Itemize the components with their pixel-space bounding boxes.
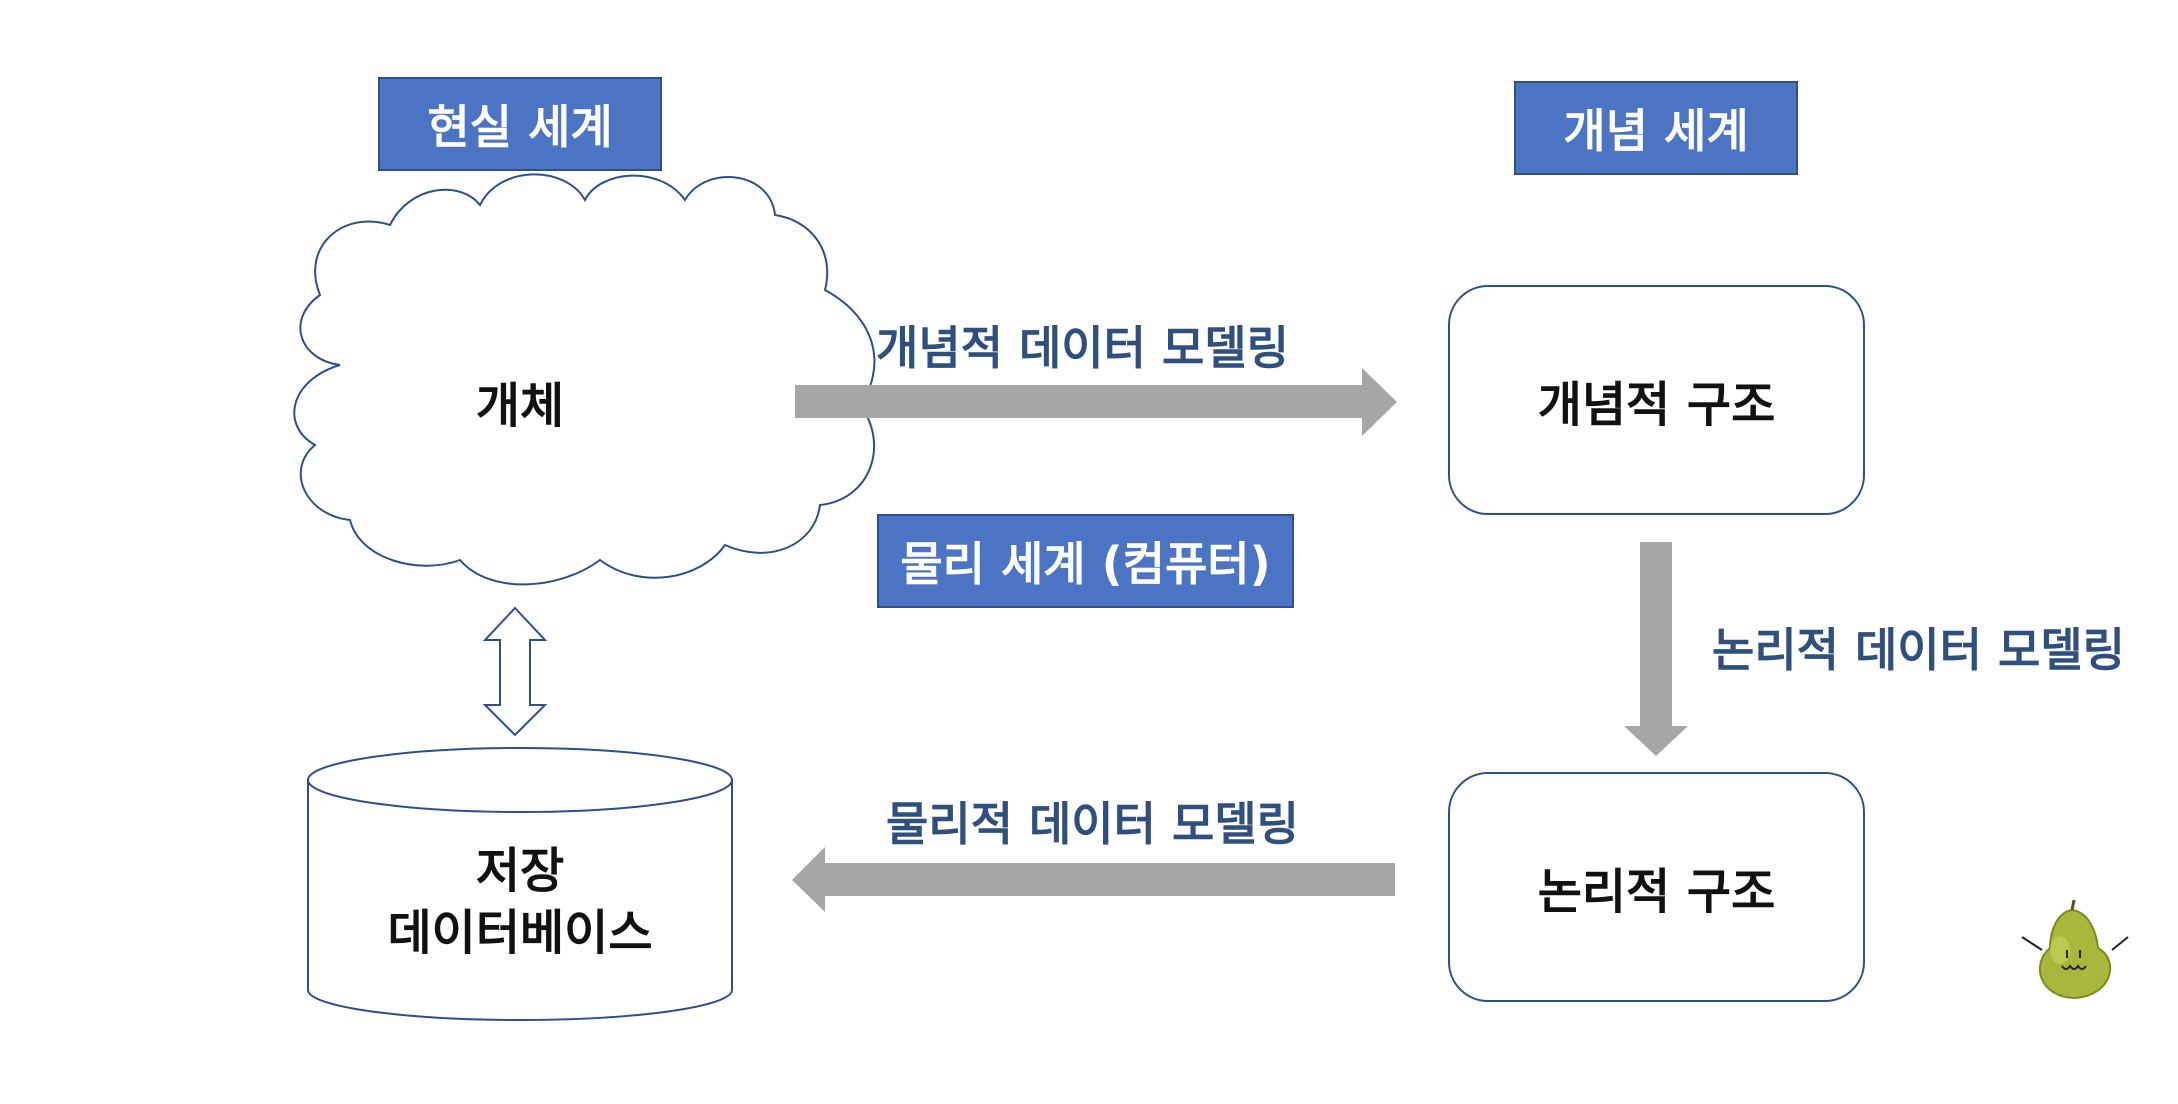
- logical-structure-text: 논리적 구조: [1537, 864, 1776, 920]
- logical-modeling-arrow: [1624, 542, 1688, 756]
- database-text-line2: 데이터베이스: [387, 905, 653, 961]
- entity-cloud: [293, 173, 876, 586]
- conceptual-modeling-label: 개념적 데이터 모델링: [876, 321, 1289, 375]
- concept-world-label: 개념 세계: [1514, 81, 1798, 175]
- real-world-label: 현실 세계: [378, 77, 662, 171]
- logical-structure-box: 논리적 구조: [1448, 772, 1865, 1002]
- database-text-line1: 저장: [475, 843, 565, 899]
- pear-mascot-icon: [2021, 899, 2129, 1000]
- physical-modeling-label: 물리적 데이터 모델링: [886, 797, 1299, 851]
- logical-modeling-label: 논리적 데이터 모델링: [1712, 623, 2125, 677]
- physical-modeling-arrow: [792, 847, 1395, 912]
- conceptual-structure-text: 개념적 구조: [1537, 377, 1776, 433]
- conceptual-structure-box: 개념적 구조: [1448, 285, 1865, 515]
- physical-world-label: 물리 세계 (컴퓨터): [877, 514, 1294, 608]
- database-cylinder: [307, 747, 733, 1021]
- entity-text: 개체: [475, 378, 565, 434]
- double-arrow-icon: [482, 606, 548, 737]
- conceptual-modeling-arrow: [795, 368, 1397, 436]
